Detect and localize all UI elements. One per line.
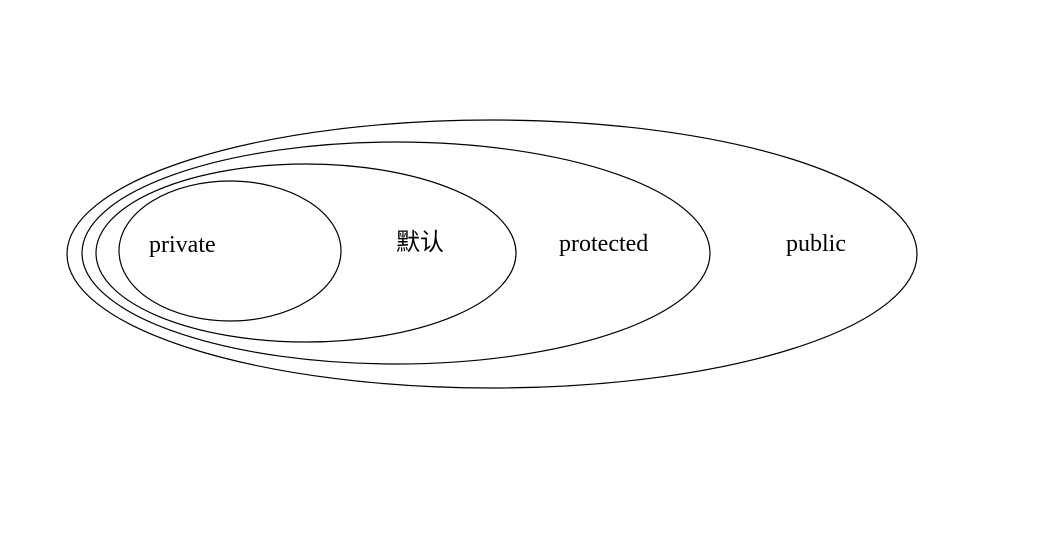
protected-ellipse (81, 141, 711, 365)
private-label: private (149, 232, 216, 258)
default-label: 默认 (396, 229, 444, 256)
protected-label: protected (559, 231, 648, 257)
public-ellipse (66, 119, 918, 389)
public-label: public (786, 231, 846, 257)
private-ellipse (118, 180, 342, 322)
default-ellipse (95, 163, 517, 343)
